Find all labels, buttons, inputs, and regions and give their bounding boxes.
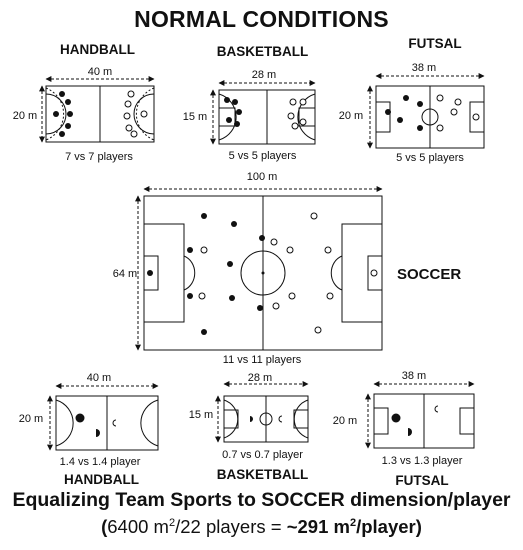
soccer-players: 11 vs 11 players — [222, 354, 302, 366]
top-futsal-width: 20 m — [338, 110, 364, 122]
top-futsal-label: FUTSAL — [408, 36, 462, 51]
top-futsal-players: 5 vs 5 players — [396, 152, 464, 164]
footer-players-text: /22 players = — [175, 516, 287, 537]
top-handball-length: 40 m — [87, 66, 113, 78]
footer-equation: (6400 m2/22 players = ~291 m2/player) — [0, 516, 523, 538]
soccer-width: 64 m — [112, 268, 138, 280]
top-handball-players: 7 vs 7 players — [65, 151, 133, 163]
footer-area: 6400 m — [107, 516, 169, 537]
bottom-futsal-width: 20 m — [332, 415, 358, 427]
soccer-length: 100 m — [246, 171, 278, 183]
bottom-futsal-length: 38 m — [401, 370, 427, 382]
bottom-futsal-label: FUTSAL — [395, 473, 449, 488]
top-futsal-court — [367, 73, 485, 149]
soccer-label: SOCCER — [397, 266, 462, 283]
top-handball-court — [39, 76, 155, 143]
bottom-basketball-width: 15 m — [188, 409, 214, 421]
top-basketball-width: 15 m — [182, 111, 208, 123]
bottom-basketball-label: BASKETBALL — [216, 467, 309, 482]
footer-result-tail: /player) — [356, 516, 422, 537]
footer-area-exp: 2 — [168, 516, 176, 529]
bottom-basketball-court — [215, 381, 309, 443]
page-title: NORMAL CONDITIONS — [134, 6, 389, 32]
footer-headline: Equalizing Team Sports to SOCCER dimensi… — [12, 489, 511, 511]
top-handball-label: HANDBALL — [60, 42, 135, 57]
footer-result: ~291 m — [286, 516, 350, 537]
top-basketball-label: BASKETBALL — [216, 44, 309, 59]
bottom-basketball-players: 0.7 vs 0.7 player — [222, 449, 303, 461]
bottom-handball-length: 40 m — [86, 372, 112, 384]
top-futsal-length: 38 m — [411, 62, 437, 74]
bottom-handball-players: 1.4 vs 1.4 player — [59, 456, 141, 468]
footer-open-paren: ( — [101, 516, 108, 537]
soccer-field — [135, 186, 383, 351]
top-handball-width: 20 m — [12, 110, 38, 122]
bottom-futsal-court — [365, 381, 475, 449]
bottom-futsal-players: 1.3 vs 1.3 player — [381, 455, 463, 467]
bottom-handball-width: 20 m — [18, 413, 44, 425]
top-basketball-court — [210, 80, 316, 145]
bottom-handball-court — [47, 383, 159, 451]
top-basketball-players: 5 vs 5 players — [228, 150, 297, 162]
top-basketball-length: 28 m — [251, 69, 277, 81]
footer-result-exp: 2 — [349, 516, 357, 529]
bottom-handball-label: HANDBALL — [64, 472, 139, 487]
